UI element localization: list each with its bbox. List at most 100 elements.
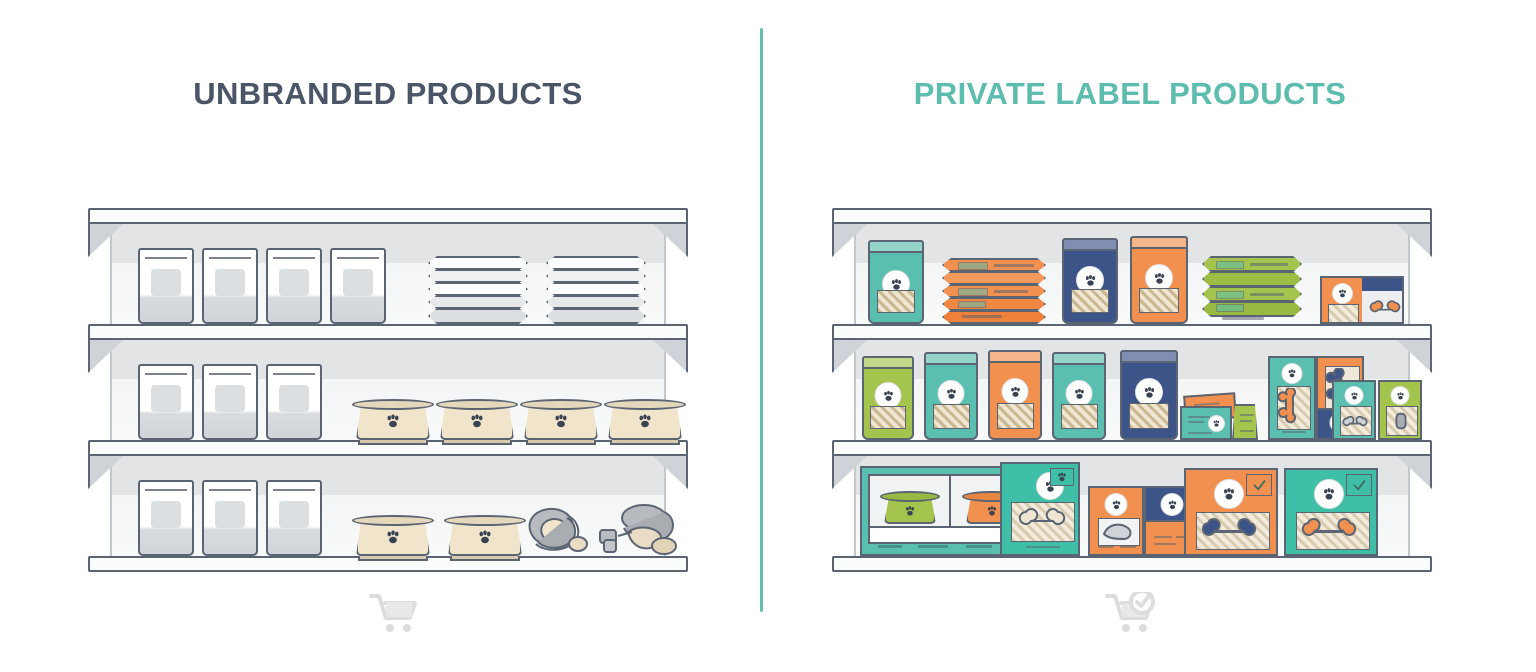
branded-bowl xyxy=(880,491,940,524)
paw-logo-badge xyxy=(1332,283,1353,304)
paw-icon xyxy=(1324,488,1334,500)
badge-corner xyxy=(1050,468,1074,486)
branded-pouch xyxy=(1062,238,1118,324)
blank-pouch xyxy=(138,480,194,556)
check-icon xyxy=(1353,479,1365,490)
treat-box xyxy=(1088,486,1144,556)
small-box xyxy=(1378,380,1422,440)
treat-box xyxy=(1320,276,1404,324)
paw-icon xyxy=(479,530,491,543)
paw-icon xyxy=(1350,391,1358,399)
paw-icon xyxy=(883,390,893,401)
page-title-private-label: PRIVATE LABEL PRODUCTS xyxy=(913,76,1347,111)
bone-icon xyxy=(1201,518,1257,536)
shelf-board xyxy=(88,208,688,224)
toy-icon xyxy=(1102,523,1132,541)
paw-logo-badge xyxy=(1001,378,1029,405)
branded-pouch xyxy=(1052,352,1106,440)
blank-pouch xyxy=(202,248,258,324)
shelf-board xyxy=(832,208,1432,224)
paw-icon xyxy=(387,414,399,427)
paw-icon xyxy=(639,414,651,427)
blank-pouch xyxy=(138,364,194,440)
paw-icon xyxy=(905,505,915,516)
paw-logo-badge xyxy=(1214,479,1244,509)
paw-icon xyxy=(1144,386,1154,398)
branded-pouch xyxy=(988,350,1042,440)
paw-icon xyxy=(891,278,901,290)
shelf-board xyxy=(88,324,688,340)
paw-logo-badge xyxy=(1281,363,1303,384)
blank-pouch xyxy=(330,248,386,324)
check-badge xyxy=(1346,474,1372,496)
paw-icon xyxy=(1085,274,1095,286)
shelf-board xyxy=(832,440,1432,456)
paw-logo-badge xyxy=(1065,380,1093,407)
paw-logo-badge xyxy=(1208,415,1225,432)
paw-icon xyxy=(1213,420,1220,427)
paw-logo-badge xyxy=(1135,378,1163,406)
flat-pouch-stack xyxy=(428,256,528,324)
plain-bowl xyxy=(520,399,602,445)
paw-icon xyxy=(1058,472,1066,482)
paw-icon xyxy=(1224,488,1234,500)
bone-icon xyxy=(1018,508,1066,525)
paw-logo-badge xyxy=(1160,493,1184,516)
bone-icon xyxy=(1342,415,1368,427)
branded-pouch xyxy=(1120,350,1178,440)
rope-toy-bundle xyxy=(594,502,680,558)
paw-icon xyxy=(1154,272,1164,284)
shelf-post-left xyxy=(110,222,112,562)
blank-pouch xyxy=(202,364,258,440)
page-title-unbranded: UNBRANDED PRODUCTS xyxy=(193,76,583,111)
plain-bowl xyxy=(436,399,518,445)
small-box xyxy=(1180,406,1232,440)
shelf-board xyxy=(832,324,1432,340)
paw-icon xyxy=(1074,388,1084,399)
treat-box-large xyxy=(1000,462,1080,556)
toy-box-check xyxy=(1284,468,1378,556)
paw-icon xyxy=(1010,386,1020,397)
bone-icon xyxy=(1278,388,1297,424)
paw-icon xyxy=(1339,289,1346,298)
flat-pouch-stack xyxy=(1202,256,1302,324)
shelf-board xyxy=(832,556,1432,572)
paw-logo-badge xyxy=(1344,386,1364,405)
bone-icon xyxy=(1301,518,1357,536)
shelf-post-right xyxy=(664,222,666,562)
plain-bowl xyxy=(352,515,434,561)
rope-toy-knot xyxy=(516,500,594,558)
paw-icon xyxy=(555,414,567,427)
treat-box-tall xyxy=(1268,356,1316,440)
branded-pouch xyxy=(868,240,924,324)
branded-pouch xyxy=(862,356,914,440)
check-badge xyxy=(1246,474,1272,496)
shelf-unit-private-label xyxy=(832,208,1432,572)
check-icon xyxy=(1253,479,1265,490)
blank-pouch xyxy=(266,480,322,556)
paw-icon xyxy=(1288,369,1296,378)
flat-pouch-stack xyxy=(942,258,1046,324)
branded-pouch xyxy=(1130,236,1188,324)
blank-pouch xyxy=(138,248,194,324)
bone-icon xyxy=(1369,300,1401,313)
small-box xyxy=(1332,380,1376,440)
toy-icon xyxy=(1395,412,1407,430)
plain-bowl xyxy=(352,399,434,445)
paw-logo-badge xyxy=(874,382,902,409)
paw-logo-badge xyxy=(1314,479,1344,509)
paw-icon xyxy=(1112,500,1120,509)
shopping-cart-check-icon xyxy=(1104,589,1160,636)
paw-logo-badge xyxy=(1104,493,1128,516)
branded-pouch xyxy=(924,352,978,440)
blank-pouch xyxy=(202,480,258,556)
paw-icon xyxy=(1396,391,1404,399)
flat-pouch-stack xyxy=(546,256,646,324)
vertical-divider xyxy=(760,28,763,612)
blank-pouch xyxy=(266,248,322,324)
shelf-post-left xyxy=(854,222,856,562)
paw-icon xyxy=(387,530,399,543)
toy-box-check xyxy=(1184,468,1278,556)
small-box xyxy=(1232,404,1258,440)
